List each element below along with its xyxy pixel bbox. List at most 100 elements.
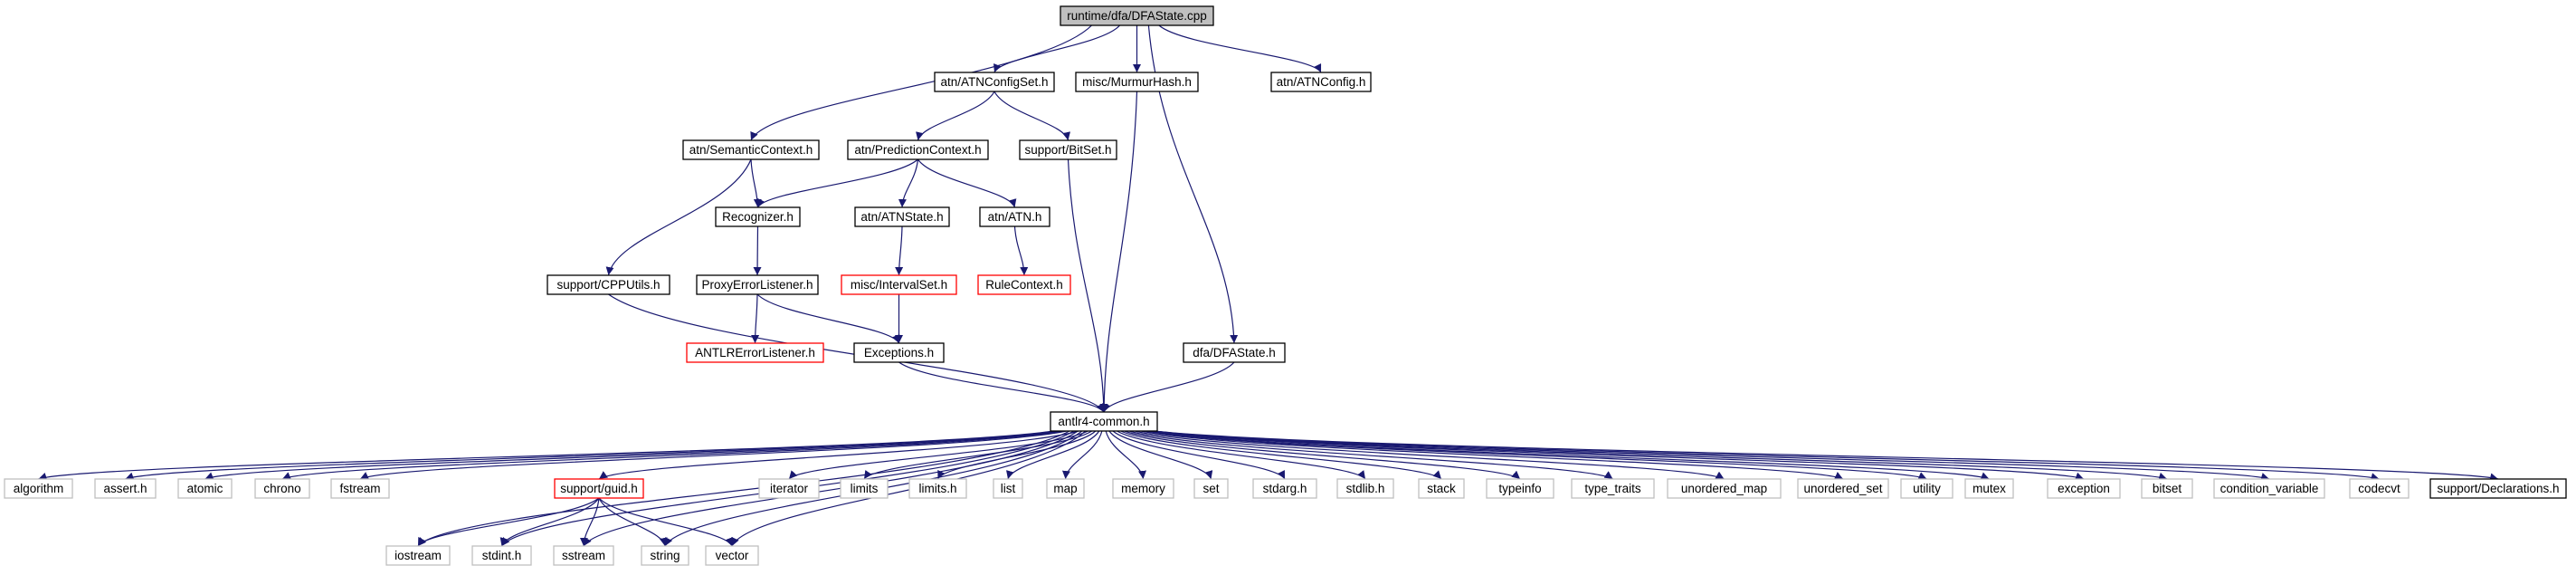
node-recognizer[interactable]: Recognizer.h: [715, 206, 801, 227]
edge-guid-to-sstream: [579, 497, 600, 547]
edge-common-to-typeinfo: [1124, 430, 1521, 480]
node-limits_h: limits.h: [908, 478, 967, 499]
node-box: [547, 274, 670, 295]
node-label: atn/PredictionContext.h: [854, 143, 981, 157]
node-guid[interactable]: support/guid.h: [554, 478, 644, 499]
node-label: type_traits: [1584, 482, 1641, 495]
node-box: [2141, 478, 2193, 499]
node-label: stdint.h: [482, 549, 522, 562]
edge-common-to-algorithm: [38, 430, 1055, 481]
node-atnstate[interactable]: atn/ATNState.h: [854, 206, 950, 227]
node-dfastate_h[interactable]: dfa/DFAState.h: [1183, 342, 1286, 363]
node-box: [2213, 478, 2325, 499]
node-label: iostream: [394, 549, 442, 562]
node-decls[interactable]: support/Declarations.h: [2429, 478, 2567, 499]
node-label: atn/ATN.h: [988, 210, 1042, 224]
edge-common-to-utility: [1145, 430, 1927, 480]
node-exceptions[interactable]: Exceptions.h: [853, 342, 945, 363]
edge-root-to-atncfgset: [993, 24, 1121, 73]
edge-common-to-guid: [598, 430, 1079, 480]
edge-common-to-unordered_map: [1135, 430, 1725, 480]
node-box: [1797, 478, 1889, 499]
node-semctx[interactable]: atn/SemanticContext.h: [682, 139, 820, 160]
node-stack: stack: [1418, 478, 1465, 499]
node-codecvt: codecvt: [2349, 478, 2410, 499]
node-box: [686, 342, 824, 363]
node-box: [1050, 411, 1158, 432]
node-box: [840, 478, 889, 499]
node-common[interactable]: antlr4-common.h: [1050, 411, 1158, 432]
node-exception: exception: [2047, 478, 2121, 499]
node-sstream: sstream: [553, 545, 614, 566]
edge-semctx-to-recognizer: [750, 158, 762, 208]
node-box: [2349, 478, 2410, 499]
node-algorithm: algorithm: [4, 478, 73, 499]
edge-common-to-atomic: [204, 430, 1060, 480]
node-atomic: atomic: [177, 478, 233, 499]
node-unordered_map: unordered_map: [1667, 478, 1782, 499]
node-iostream: iostream: [385, 545, 451, 566]
node-box: [254, 478, 310, 499]
node-intervalset[interactable]: misc/IntervalSet.h: [841, 274, 957, 295]
node-box: [908, 478, 967, 499]
node-box: [715, 206, 801, 227]
node-label: unordered_set: [1803, 482, 1882, 495]
edge-common-to-iostream: [417, 430, 1070, 547]
node-stdlib: stdlib.h: [1336, 478, 1394, 499]
node-cpputils[interactable]: support/CPPUtils.h: [547, 274, 670, 295]
node-limits: limits: [840, 478, 889, 499]
node-unordered_set: unordered_set: [1797, 478, 1889, 499]
node-label: stdarg.h: [1263, 482, 1307, 495]
node-root[interactable]: runtime/dfa/DFAState.cpp: [1060, 5, 1214, 26]
node-label: stdlib.h: [1346, 482, 1385, 495]
node-label: memory: [1121, 482, 1165, 495]
node-antlrerr[interactable]: ANTLRErrorListener.h: [686, 342, 824, 363]
node-box: [1183, 342, 1286, 363]
node-atncfgset[interactable]: atn/ATNConfigSet.h: [934, 72, 1055, 92]
node-atn[interactable]: atn/ATN.h: [979, 206, 1050, 227]
node-proxy[interactable]: ProxyErrorListener.h: [696, 274, 819, 295]
edge-atnstate-to-intervalset: [895, 225, 904, 276]
node-label: bitset: [2153, 482, 2182, 495]
node-murmur[interactable]: misc/MurmurHash.h: [1075, 72, 1199, 92]
edge-guid-to-string: [598, 497, 668, 547]
edge-common-to-memory: [1105, 430, 1146, 480]
node-box: [1571, 478, 1655, 499]
node-box: [1060, 5, 1214, 26]
node-label: atn/SemanticContext.h: [689, 143, 813, 157]
node-label: mutex: [1972, 482, 2006, 495]
node-rulectx[interactable]: RuleContext.h: [977, 274, 1071, 295]
edge-recognizer-to-proxy: [753, 225, 762, 276]
edge-proxy-to-exceptions: [756, 293, 900, 344]
node-label: algorithm: [14, 482, 64, 495]
node-memory: memory: [1112, 478, 1174, 499]
node-typeinfo: typeinfo: [1486, 478, 1554, 499]
node-label: set: [1202, 482, 1219, 495]
node-label: utility: [1913, 482, 1941, 495]
node-box: [934, 72, 1055, 92]
node-label: map: [1053, 482, 1077, 495]
node-box: [1486, 478, 1554, 499]
node-box: [854, 206, 950, 227]
node-label: support/CPPUtils.h: [556, 278, 660, 292]
edge-common-to-list: [1006, 430, 1100, 480]
edge-common-to-chrono: [281, 430, 1063, 480]
node-bitset_h[interactable]: support/BitSet.h: [1019, 139, 1117, 160]
node-label: atomic: [187, 482, 223, 495]
node-predctx[interactable]: atn/PredictionContext.h: [847, 139, 989, 160]
node-label: list: [1001, 482, 1016, 495]
node-bitset: bitset: [2141, 478, 2193, 499]
node-box: [553, 545, 614, 566]
node-atncfg[interactable]: atn/ATNConfig.h: [1270, 72, 1372, 92]
node-label: ProxyErrorListener.h: [701, 278, 813, 292]
node-box: [1667, 478, 1782, 499]
node-set: set: [1193, 478, 1229, 499]
node-box: [4, 478, 73, 499]
node-label: Exceptions.h: [864, 346, 934, 359]
node-label: support/BitSet.h: [1024, 143, 1111, 157]
edge-common-to-stdarg: [1112, 430, 1286, 480]
node-label: exception: [2058, 482, 2110, 495]
node-map: map: [1046, 478, 1085, 499]
node-chrono: chrono: [254, 478, 310, 499]
node-mutex: mutex: [1964, 478, 2014, 499]
